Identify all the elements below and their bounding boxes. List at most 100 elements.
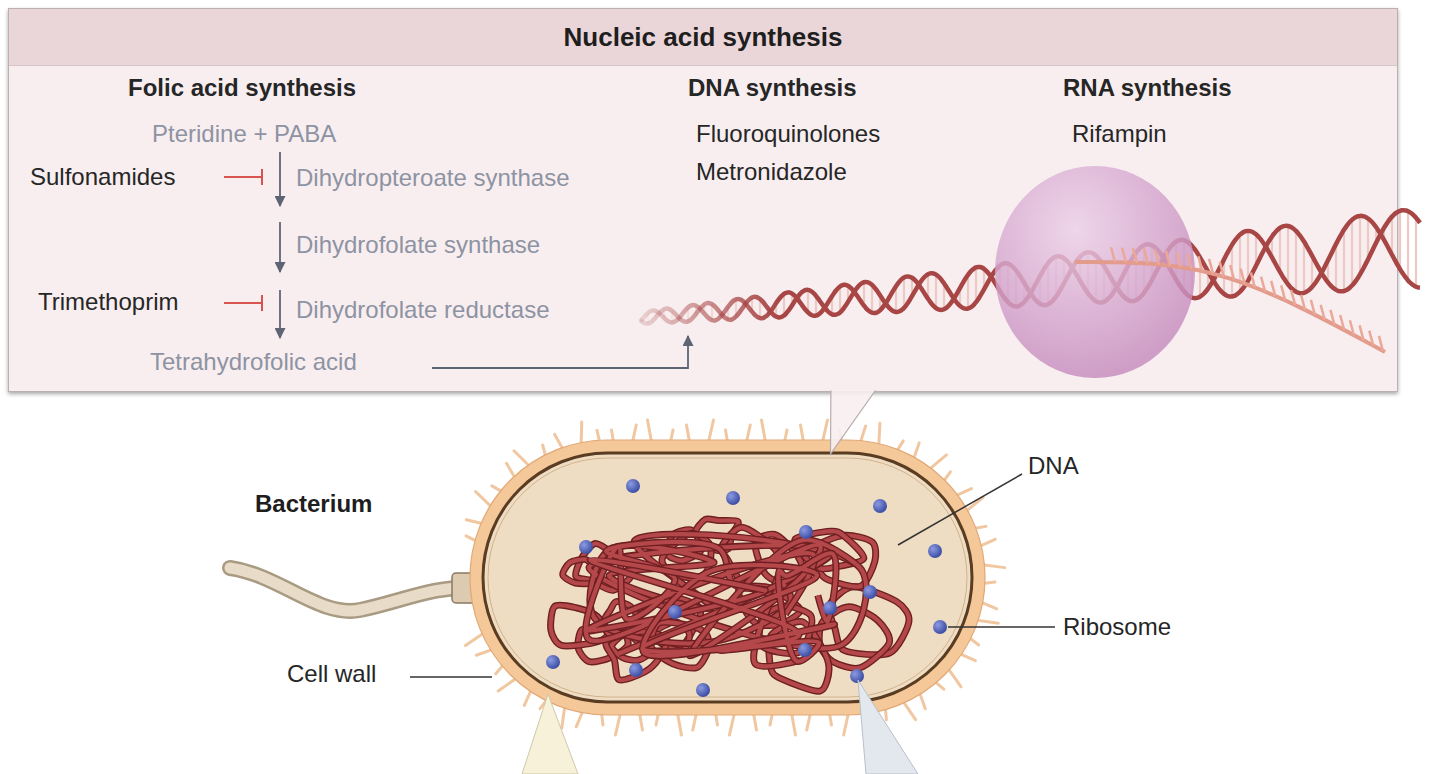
pilus <box>709 420 714 442</box>
chromosome <box>551 519 909 691</box>
pilus <box>982 565 1004 568</box>
base-pair <box>1343 230 1345 291</box>
bacterium-art <box>470 440 985 715</box>
section-heading: Folic acid synthesis <box>128 74 356 102</box>
base-pair <box>1143 245 1145 293</box>
ribosome-dot <box>546 655 560 669</box>
rna-base <box>1198 256 1202 271</box>
base-pair <box>767 308 769 314</box>
base-pair <box>1119 281 1121 292</box>
base-pair <box>1287 226 1289 284</box>
drug-label: Trimethoprim <box>38 288 178 316</box>
base-pair <box>1367 218 1369 259</box>
base-pair <box>1223 259 1225 293</box>
base-pair <box>1095 256 1097 302</box>
rna-base <box>1251 272 1255 287</box>
base-pair <box>1399 211 1401 269</box>
base-pair <box>999 265 1001 291</box>
rna-base <box>1155 249 1159 264</box>
ribosome-dot <box>933 620 947 634</box>
base-pair <box>1079 257 1081 281</box>
ribosome-dot <box>579 540 593 554</box>
cell-wall <box>470 440 985 715</box>
pilus <box>729 713 734 735</box>
base-pair <box>1007 264 1009 302</box>
pilus <box>648 420 652 442</box>
rna-polymerase <box>995 166 1195 378</box>
rna-base <box>1321 305 1325 320</box>
base-pair <box>1359 216 1361 275</box>
ribosome-dot <box>668 605 682 619</box>
pilus <box>615 713 620 735</box>
base-pair <box>871 285 873 313</box>
ribosome-dot <box>823 601 837 615</box>
base-pair <box>879 295 881 310</box>
base-pair <box>735 299 737 316</box>
base-pair <box>1247 231 1249 281</box>
base-pair <box>1103 266 1105 302</box>
base-pair <box>1391 217 1393 255</box>
ribosome-dot <box>798 643 812 657</box>
base-pair <box>1383 228 1385 240</box>
pathway-arrow <box>432 336 688 368</box>
base-pair <box>1335 244 1337 290</box>
pathway-arrow <box>279 152 281 206</box>
pilus <box>844 713 849 735</box>
dna-helix <box>640 210 1420 323</box>
base-pair <box>1063 258 1065 283</box>
pilus <box>966 497 983 511</box>
pilus <box>823 420 828 442</box>
pilus <box>903 701 916 719</box>
pathway-arrow <box>279 222 281 272</box>
base-pair <box>823 307 825 309</box>
base-pair <box>791 294 793 306</box>
base-pair <box>1167 250 1169 265</box>
pilus <box>475 491 491 507</box>
rna-base <box>1220 262 1224 277</box>
base-pair <box>1087 252 1089 293</box>
pilus <box>762 420 766 442</box>
base-pair <box>1159 253 1161 265</box>
dna-strand <box>590 553 836 661</box>
pilus <box>562 706 565 728</box>
base-pair <box>815 296 817 316</box>
leader-line <box>898 474 1022 545</box>
ribosome-dot <box>850 669 864 683</box>
cell-membrane <box>483 453 972 702</box>
leader-line <box>410 676 492 678</box>
base-pair <box>647 313 649 324</box>
base-pair <box>743 302 745 306</box>
base-pair <box>1023 283 1025 303</box>
callout-panel: Nucleic acid synthesis <box>8 8 1398 392</box>
drug-label: Fluoroquinolones <box>696 120 880 148</box>
base-pair <box>959 288 961 306</box>
part-label: Cell wall <box>287 660 376 688</box>
base-pair <box>895 286 897 312</box>
base-pair <box>1207 272 1209 289</box>
rna-base <box>1144 249 1148 264</box>
rna-base <box>1360 325 1364 340</box>
base-pair <box>1183 240 1185 291</box>
base-pair <box>679 317 681 319</box>
base-pair <box>1351 220 1353 286</box>
pilus <box>677 713 681 735</box>
base-pair <box>703 305 705 314</box>
base-pair <box>639 320 641 321</box>
flagellum <box>230 568 475 611</box>
base-pair <box>935 274 937 308</box>
dna-strand <box>590 553 836 661</box>
base-pair <box>911 278 913 297</box>
rna-base <box>1122 247 1126 262</box>
base-pair <box>847 286 849 302</box>
base-pair <box>1215 275 1217 285</box>
base-pair <box>839 286 841 312</box>
base-pair <box>751 297 753 311</box>
rna-base <box>1301 295 1305 310</box>
callout-pointer <box>831 391 876 455</box>
base-pair <box>695 306 697 314</box>
base-pair <box>1191 246 1193 298</box>
base-pair <box>1175 242 1177 280</box>
base-pair <box>1015 270 1017 306</box>
inhibition-bar <box>261 169 263 185</box>
rna-base <box>1241 269 1245 284</box>
